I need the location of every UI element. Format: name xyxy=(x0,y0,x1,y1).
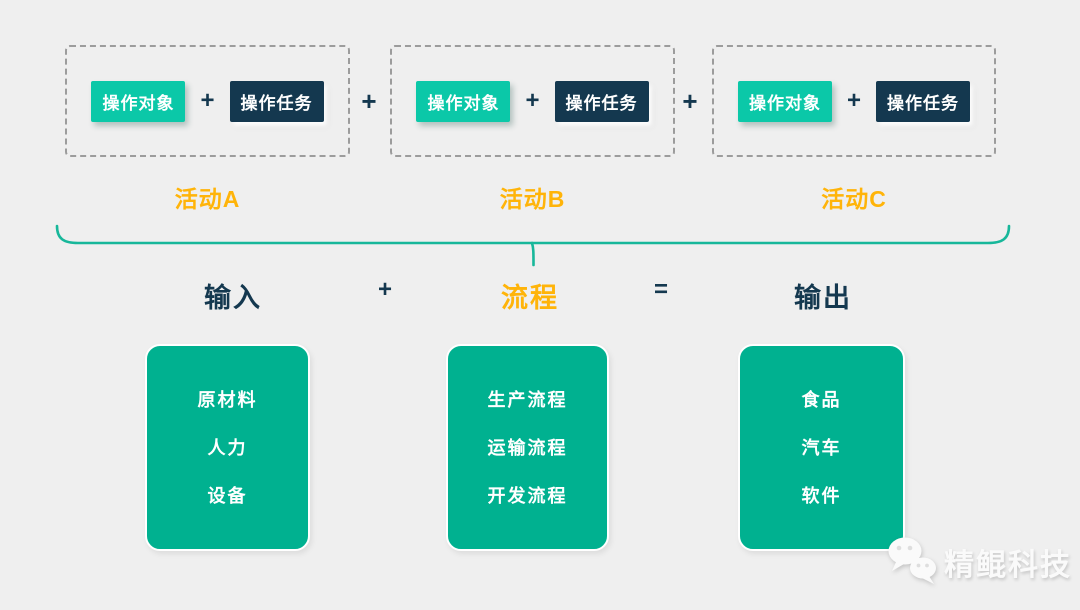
activity-group-c: 操作对象 + 操作任务 xyxy=(712,45,996,157)
activity-group-a: 操作对象 + 操作任务 xyxy=(65,45,350,157)
plus-operator: + xyxy=(200,87,215,114)
operation-task-chip: 操作任务 xyxy=(229,80,324,122)
card-item: 人力 xyxy=(207,437,248,458)
card-item: 软件 xyxy=(801,485,842,506)
wechat-chat-bubbles-icon xyxy=(888,537,936,584)
plus-operator: + xyxy=(682,86,698,116)
brand-watermark: 精鲲科技 xyxy=(884,534,1072,590)
card-item: 开发流程 xyxy=(487,485,568,506)
equals-operator: = xyxy=(653,276,669,303)
plus-operator: + xyxy=(846,87,861,114)
inputs-card: 原材料 人力 设备 xyxy=(145,344,310,551)
operation-task-chip: 操作任务 xyxy=(554,80,649,122)
plus-operator: + xyxy=(361,86,377,116)
card-item: 汽车 xyxy=(801,437,842,458)
card-item: 生产流程 xyxy=(487,389,568,410)
equation-process-term: 流程 xyxy=(501,283,559,313)
equation-input-term: 输入 xyxy=(204,283,262,313)
plus-operator: + xyxy=(525,87,540,114)
card-item: 运输流程 xyxy=(487,437,568,458)
operation-object-chip: 操作对象 xyxy=(416,80,511,122)
operation-task-chip: 操作任务 xyxy=(876,80,970,122)
activity-c-label: 活动C xyxy=(821,186,887,212)
operation-object-chip: 操作对象 xyxy=(737,80,832,122)
brand-name: 精鲲科技 xyxy=(944,549,1072,582)
activity-group-b: 操作对象 + 操作任务 xyxy=(390,45,675,157)
underbrace-connector xyxy=(55,224,1011,267)
equation-output-term: 输出 xyxy=(794,283,852,313)
activity-b-label: 活动B xyxy=(499,186,566,212)
process-card: 生产流程 运输流程 开发流程 xyxy=(446,344,609,551)
activity-a-label: 活动A xyxy=(174,186,241,212)
card-item: 食品 xyxy=(801,389,842,410)
operation-object-chip: 操作对象 xyxy=(91,80,186,122)
outputs-card: 食品 汽车 软件 xyxy=(738,344,905,551)
card-item: 设备 xyxy=(207,485,248,506)
card-item: 原材料 xyxy=(197,389,258,410)
plus-operator: + xyxy=(377,276,393,303)
